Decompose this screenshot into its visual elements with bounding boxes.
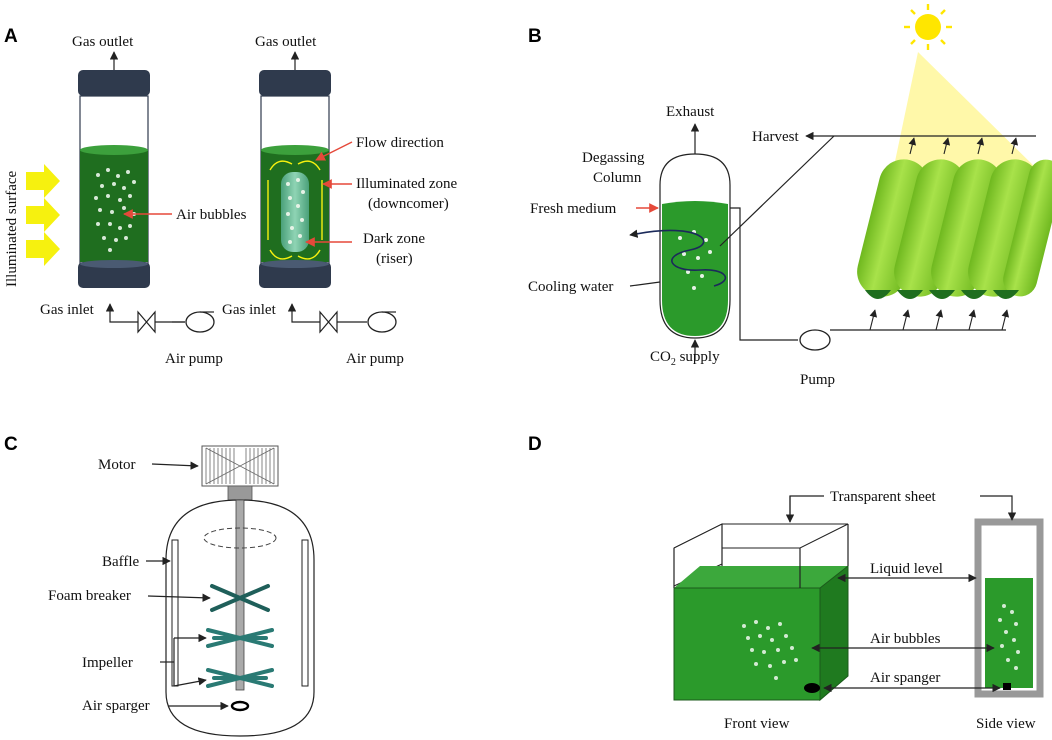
panel-label-c: C (4, 434, 18, 455)
fresh-medium-label: Fresh medium (530, 201, 617, 217)
impeller-upper (206, 628, 274, 648)
flow-direction-label: Flow direction (356, 135, 444, 151)
foam-breaker-label: Foam breaker (48, 588, 131, 604)
cooling-coil (635, 229, 727, 287)
illuminated-zone-label: Illuminated zone (356, 176, 458, 192)
cooling-water-label: Cooling water (528, 279, 613, 295)
airlift-column-2 (259, 51, 331, 288)
rotation-indicator (203, 527, 277, 549)
panel-c: C (4, 434, 315, 737)
gas-inlet-label-2: Gas inlet (222, 302, 277, 318)
baffle-left (171, 539, 179, 687)
flat-panel-side-view (974, 518, 1044, 698)
bottom-cap-1 (78, 262, 150, 288)
air-bubbles-group-1 (94, 168, 136, 252)
panel-label-b: B (528, 26, 542, 47)
air-pump-label-2: Air pump (346, 351, 404, 367)
top-cap-1 (78, 70, 150, 96)
riser-label: (riser) (376, 251, 413, 267)
riser-draft-tube (281, 172, 309, 252)
panel-d: D (528, 434, 1044, 732)
air-bubbles-label-d: Air bubbles (870, 631, 941, 647)
degassing-column (629, 153, 731, 339)
gas-outlet-label-2: Gas outlet (255, 34, 317, 50)
culture-medium-1 (80, 150, 148, 262)
degassing-medium (662, 201, 728, 336)
baffle-right (301, 539, 309, 687)
gas-outlet-label-1: Gas outlet (72, 34, 134, 50)
air-sparger-ring (230, 700, 250, 712)
air-pump-2 (367, 311, 397, 333)
air-spanger-label: Air spanger (870, 670, 940, 686)
front-face-liquid (673, 587, 821, 701)
liquid-level-label: Liquid level (870, 561, 943, 577)
liquid-surface-front (674, 566, 848, 588)
air-pump-label-1: Air pump (165, 351, 223, 367)
front-view-label: Front view (724, 716, 790, 732)
valve-1 (137, 310, 156, 334)
motor-icon (201, 445, 279, 501)
co2-supply-label: CO2 supply (650, 349, 720, 368)
sparger-front (804, 683, 820, 693)
side-view-label: Side view (976, 716, 1036, 732)
transparent-sheet-label: Transparent sheet (830, 489, 937, 505)
panel-label-a: A (4, 26, 18, 47)
impeller-label: Impeller (82, 655, 133, 671)
airlift-column-1 (78, 51, 150, 288)
pump-label: Pump (800, 372, 835, 388)
flat-panel-front-view (673, 523, 849, 702)
side-face-liquid (819, 564, 849, 702)
column-label: Column (593, 170, 642, 186)
sparger-side (1003, 683, 1011, 690)
top-cap-2 (259, 70, 331, 96)
side-view-liquid (985, 578, 1033, 688)
gas-inlet-piping (105, 303, 397, 334)
degassing-label: Degassing (582, 150, 645, 166)
air-pump-1 (185, 311, 215, 333)
pump-icon (799, 329, 831, 351)
illuminated-surface-label: Illuminated surface (4, 170, 20, 287)
gas-inlet-label-1: Gas inlet (40, 302, 95, 318)
impeller-lower (206, 668, 274, 688)
harvest-label: Harvest (752, 129, 799, 145)
dark-zone-label: Dark zone (363, 231, 425, 247)
panel-b: B (528, 4, 1052, 388)
motor-label: Motor (98, 457, 136, 473)
bottom-cap-2 (259, 262, 331, 288)
downcomer-label: (downcomer) (368, 196, 449, 212)
exhaust-label: Exhaust (666, 104, 715, 120)
flow-arrows (267, 160, 323, 260)
foam-breaker (210, 584, 270, 612)
sun-icon (904, 4, 952, 50)
air-sparger-label: Air sparger (82, 698, 150, 714)
panel-a: A (4, 26, 458, 367)
air-bubbles-label-a: Air bubbles (176, 207, 247, 223)
tubular-photobioreactor (857, 159, 1052, 299)
valve-2 (319, 310, 338, 334)
baffle-label: Baffle (102, 554, 140, 570)
illumination-arrows (26, 164, 60, 266)
panel-label-d: D (528, 434, 542, 455)
